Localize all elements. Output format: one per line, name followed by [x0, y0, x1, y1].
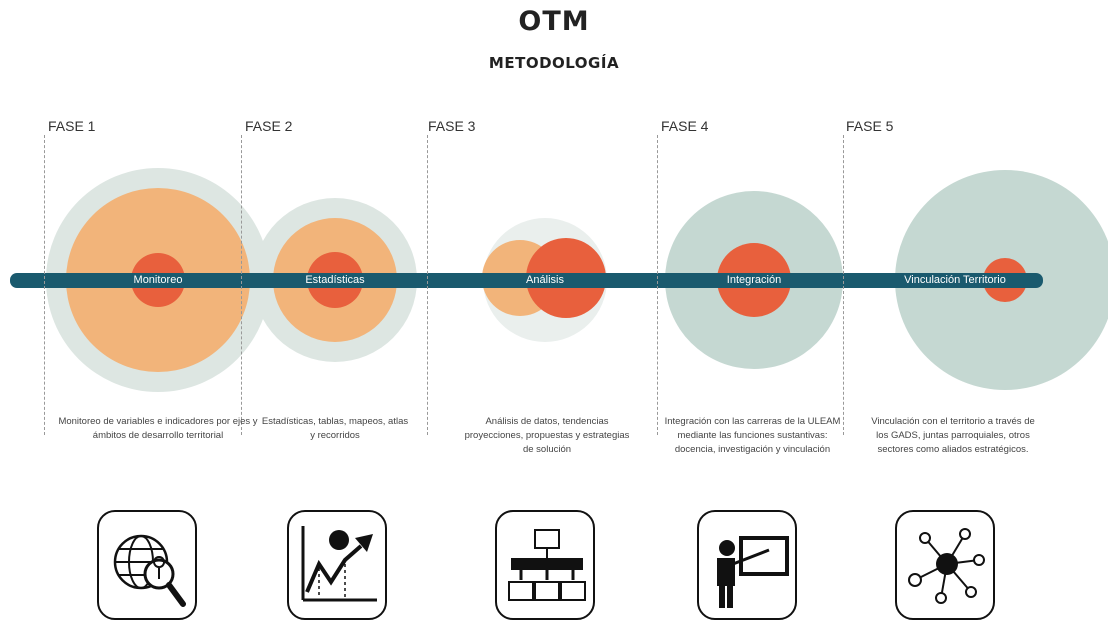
phase-5-label: FASE 5 — [846, 118, 894, 134]
phase-4-label: FASE 4 — [661, 118, 709, 134]
phase-4-circle-label: Integración — [726, 274, 782, 286]
phase-5-divider — [843, 135, 844, 435]
timeline-bar — [10, 273, 1043, 288]
trend-chart-icon — [301, 526, 377, 602]
page-subtitle: METODOLOGÍA — [488, 54, 620, 72]
phase-3-description: Análisis de datos, tendencias proyeccion… — [464, 416, 630, 455]
phase-2-icon-box — [287, 510, 387, 620]
phase-1-icon-box — [97, 510, 197, 620]
phase-3-circle-label: Análisis — [526, 274, 564, 286]
phase-4-description: Integración con las carreras de la ULEAM… — [664, 416, 841, 455]
phase-1-divider — [44, 135, 45, 435]
phase-4-divider — [657, 135, 658, 435]
presentation-icon — [717, 536, 789, 608]
page-title: OTM — [518, 6, 590, 37]
phase-5-description: Vinculación con el territorio a través d… — [871, 416, 1035, 455]
hierarchy-icon — [508, 529, 586, 601]
phase-2-divider — [241, 135, 242, 435]
globe-search-icon — [113, 534, 186, 607]
phase-5-icon-box — [895, 510, 995, 620]
phase-1-label: FASE 1 — [48, 118, 96, 134]
phase-1-description: Monitoreo de variables e indicadores por… — [58, 416, 258, 441]
phase-2-description: Estadísticas, tablas, mapeos, atlas y re… — [261, 416, 409, 441]
phase-3-label: FASE 3 — [428, 118, 476, 134]
phase-2-label: FASE 2 — [245, 118, 293, 134]
phase-4-icon-box — [697, 510, 797, 620]
phase-3-icon-box — [495, 510, 595, 620]
network-icon — [908, 528, 985, 604]
phase-2-circle-label: Estadísticas — [305, 274, 365, 286]
phase-5-circle-label: Vinculación Territorio — [904, 274, 1006, 286]
phase-1-circle-label: Monitoreo — [133, 274, 183, 286]
phase-3-divider — [427, 135, 428, 435]
